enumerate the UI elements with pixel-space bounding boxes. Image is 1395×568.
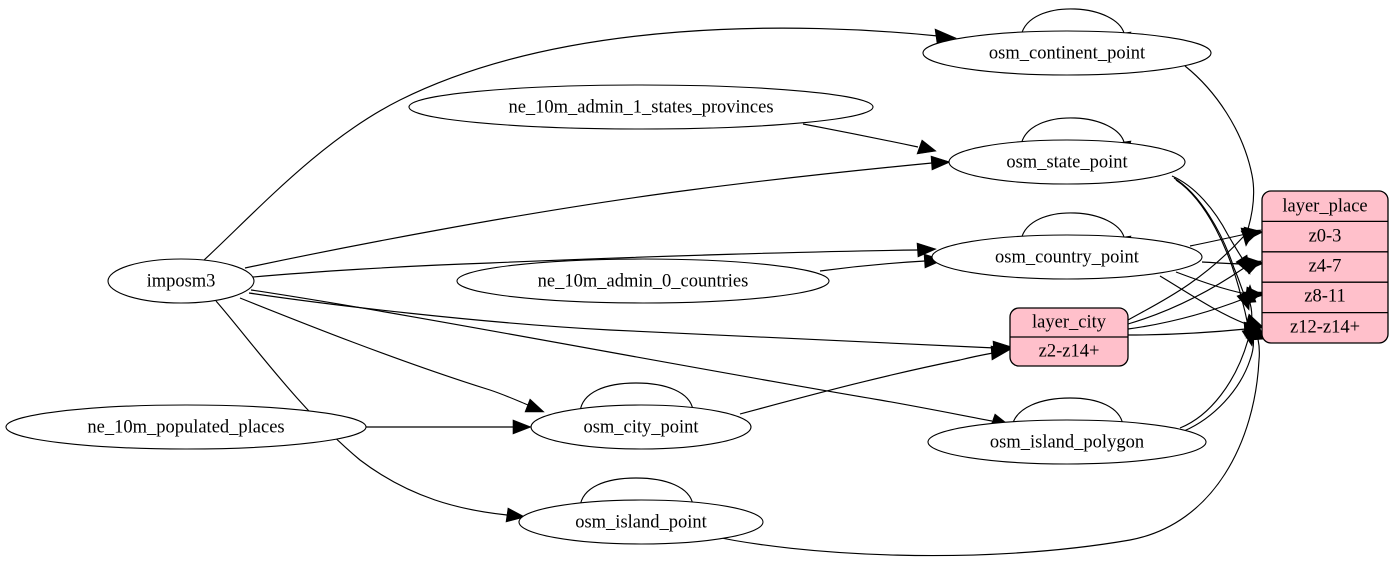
node-label-osm-state-point: osm_state_point xyxy=(1006,152,1128,172)
node-ne-10m-admin-1-states-provinces[interactable]: ne_10m_admin_1_states_provinces xyxy=(408,84,874,130)
edge-imposm3-to-osm-island-polygon xyxy=(250,289,993,422)
edge-imposm3-to-osm-state-point xyxy=(244,162,933,269)
arrowhead-icon xyxy=(505,507,526,523)
selfloop-osm-state-point xyxy=(1020,117,1125,146)
edge-osm-country-point-to-layer-place-z0-3 xyxy=(1189,233,1247,247)
arrowhead-icon xyxy=(990,345,1012,361)
node-osm-island-point[interactable]: osm_island_point xyxy=(518,499,764,545)
arrowhead-icon xyxy=(1240,260,1262,275)
record-node-layer-place[interactable]: layer_place z0-3 z4-7 z8-11 z12-z14+ xyxy=(1261,190,1389,344)
record-node-layer-city[interactable]: layer_city z2-z14+ xyxy=(1009,307,1129,367)
node-ne-10m-admin-0-countries[interactable]: ne_10m_admin_0_countries xyxy=(456,258,830,304)
edge-osm-continent-point-to-layer-place-z0-3 xyxy=(1184,65,1255,230)
edge-layer-city-to-layer-place-z4-7 xyxy=(1127,267,1245,325)
record-row-layer-city-title: layer_city xyxy=(1032,312,1107,332)
edge-layer-city-to-layer-place-z8-11 xyxy=(1127,297,1247,330)
edge-layer-city-to-layer-place-z0-3 xyxy=(1127,235,1245,321)
arrowhead-icon xyxy=(916,139,937,155)
node-label-ne-countries: ne_10m_admin_0_countries xyxy=(538,271,749,291)
node-osm-country-point[interactable]: osm_country_point xyxy=(931,234,1203,280)
edge-osm-country-point-to-layer-place-z8-11 xyxy=(1175,271,1247,295)
record-row-layer-place-z8-11[interactable]: z8-11 xyxy=(1304,286,1345,306)
node-osm-continent-point[interactable]: osm_continent_point xyxy=(922,30,1212,76)
selfloop-osm-island-polygon xyxy=(1011,397,1124,428)
selfloop-osm-city-point xyxy=(579,382,694,413)
edge-ne-states-to-osm-state-point xyxy=(802,123,919,148)
record-row-layer-city-z2-z14[interactable]: z2-z14+ xyxy=(1039,341,1100,361)
edge-osm-state-point-to-layer-place-z4-7 xyxy=(1171,175,1243,259)
node-label-ne-populated: ne_10m_populated_places xyxy=(87,417,284,437)
node-layer: imposm3 ne_10m_admin_1_states_provinces … xyxy=(5,30,1212,545)
node-osm-island-polygon[interactable]: osm_island_polygon xyxy=(927,419,1207,465)
record-layer: layer_city z2-z14+ layer_place z0-3 z4-7… xyxy=(1009,190,1389,367)
edge-imposm3-to-layer-city xyxy=(248,292,996,349)
edge-ne-countries-to-osm-country-point xyxy=(819,260,926,272)
record-row-layer-place-z0-3[interactable]: z0-3 xyxy=(1309,226,1342,246)
arrowhead-icon xyxy=(930,155,951,171)
node-label-osm-island-polygon: osm_island_polygon xyxy=(990,432,1144,452)
selfloop-osm-country-point xyxy=(1020,212,1125,241)
record-row-layer-place-z12-z14[interactable]: z12-z14+ xyxy=(1290,317,1360,337)
arrowhead-icon xyxy=(1240,229,1262,243)
node-label-osm-continent-point: osm_continent_point xyxy=(989,43,1146,63)
edge-imposm3-to-osm-continent-point xyxy=(202,27,939,262)
edge-osm-island-polygon-to-layer-place-z12-z14 xyxy=(1183,335,1255,432)
arrowhead-icon xyxy=(916,242,937,258)
edge-imposm3-to-osm-island-point xyxy=(215,300,508,516)
selfloop-osm-island-point xyxy=(579,477,694,508)
node-label-imposm3: imposm3 xyxy=(147,271,216,291)
selfloop-osm-continent-point xyxy=(1020,8,1125,37)
node-osm-state-point[interactable]: osm_state_point xyxy=(948,139,1186,185)
edge-osm-state-point-to-layer-place-z8-11 xyxy=(1173,177,1245,295)
node-label-osm-island-point: osm_island_point xyxy=(575,512,707,532)
arrowhead-icon xyxy=(512,419,532,435)
arrowhead-icon xyxy=(1242,284,1257,304)
edge-layer-city-to-layer-place-z12-z14 xyxy=(1127,328,1247,336)
node-ne-10m-populated-places[interactable]: ne_10m_populated_places xyxy=(5,404,367,450)
node-osm-city-point[interactable]: osm_city_point xyxy=(530,404,752,450)
arrowhead-icon xyxy=(524,398,545,413)
edge-osm-island-point-to-layer-place-z12-z14 xyxy=(706,338,1260,557)
node-imposm3[interactable]: imposm3 xyxy=(107,258,255,304)
node-label-ne-states: ne_10m_admin_1_states_provinces xyxy=(508,97,773,117)
edge-osm-country-point-to-layer-place-z12-z14 xyxy=(1159,275,1247,325)
record-row-layer-place-title: layer_place xyxy=(1282,196,1367,216)
node-label-osm-country-point: osm_country_point xyxy=(995,247,1140,267)
edge-osm-city-point-to-layer-city xyxy=(739,352,994,415)
node-label-osm-city-point: osm_city_point xyxy=(583,417,699,437)
edge-osm-island-polygon-to-layer-place-z8-11 xyxy=(1179,299,1253,429)
edge-imposm3-to-osm-city-point xyxy=(239,297,529,406)
edge-imposm3-to-osm-country-point xyxy=(252,249,919,278)
record-row-layer-place-z4-7[interactable]: z4-7 xyxy=(1309,256,1342,276)
